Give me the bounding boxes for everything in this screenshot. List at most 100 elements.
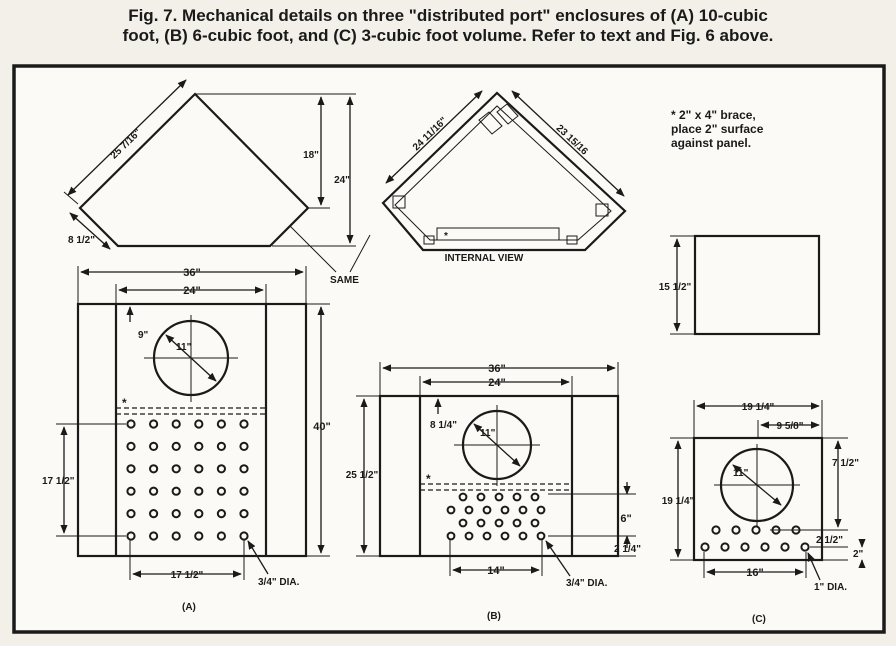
b-star: *	[426, 472, 431, 486]
b-port-holes	[446, 492, 546, 541]
b-label: (B)	[487, 611, 501, 622]
port-hole	[194, 531, 204, 541]
port-hole	[494, 492, 504, 502]
top-depth-dim	[69, 212, 111, 250]
port-hole	[500, 505, 510, 515]
port-hole	[518, 531, 528, 541]
port-hole	[149, 441, 159, 451]
b-h2-label: 2 1/4"	[614, 544, 641, 555]
port-hole	[476, 518, 486, 528]
a-h17-label: 17 1/2"	[42, 476, 75, 487]
top-depth-label: 8 1/2"	[68, 235, 95, 246]
port-hole	[530, 518, 540, 528]
port-hole	[194, 441, 204, 451]
port-hole	[700, 542, 710, 552]
b-w14-label: 14"	[487, 565, 504, 577]
top-h24-label: 24"	[334, 175, 350, 186]
a-star: *	[122, 396, 127, 410]
c-w9-label: 9 5/8"	[777, 421, 804, 432]
drawing-frame	[12, 64, 886, 634]
port-hole	[149, 419, 159, 429]
b-w36-label: 36"	[488, 363, 505, 375]
port-hole	[464, 531, 474, 541]
port-hole	[171, 508, 181, 519]
a-front-panel	[76, 302, 308, 558]
brace-note: * 2" x 4" brace, place 2" surface agains…	[671, 108, 764, 150]
port-hole	[126, 419, 136, 429]
port-hole	[216, 464, 226, 474]
port-hole	[536, 531, 546, 541]
b-h6-label: 6"	[620, 513, 631, 525]
b-w24-label: 24"	[488, 377, 505, 389]
b-hole-label: 3/4" DIA.	[566, 578, 608, 589]
c-h19-label: 19 1/4"	[662, 496, 695, 507]
port-hole	[194, 486, 204, 496]
enclosure-a: 36" 24" 9" 11" 40" * 17 1/2" 17 1/2" 3/4…	[42, 266, 331, 613]
port-hole	[194, 419, 204, 429]
top-view: 25 7/16" 8 1/2" 18" 24" SAME	[63, 79, 371, 286]
caption-line-2: foot, (B) 6-cubic foot, and (C) 3-cubic …	[122, 26, 774, 45]
port-hole	[239, 531, 249, 541]
top-side-dim	[67, 79, 187, 196]
enclosure-b: 36" 24" 8 1/4" 11" 25 1/2" * 6" 2 1/4" 1…	[346, 362, 641, 622]
port-hole	[126, 531, 136, 541]
same-label: SAME	[330, 275, 359, 286]
port-hole	[216, 419, 226, 429]
port-hole	[149, 464, 159, 474]
internal-right-dim	[511, 90, 625, 197]
c-w19-label: 19 1/4"	[742, 402, 775, 413]
a-dia11-label: 11"	[176, 342, 192, 353]
internal-view-label: INTERNAL VIEW	[445, 253, 524, 264]
port-hole	[530, 492, 540, 502]
note-line-3: against panel.	[671, 136, 751, 150]
b-d8-label: 8 1/4"	[430, 420, 457, 431]
port-hole	[126, 441, 136, 451]
port-hole	[458, 492, 468, 502]
port-hole	[171, 419, 181, 429]
c-h2b-label: 2"	[853, 549, 864, 560]
note-line-1: * 2" x 4" brace,	[671, 108, 756, 122]
port-hole	[171, 531, 181, 541]
port-hole	[194, 508, 204, 519]
port-hole	[239, 508, 249, 519]
b-front-panel	[378, 394, 620, 558]
a-h40-label: 40"	[313, 421, 330, 433]
top-h18-label: 18"	[303, 150, 319, 161]
port-hole	[239, 464, 249, 474]
a-w36-label: 36"	[183, 267, 200, 279]
port-hole	[780, 542, 790, 552]
port-hole	[536, 505, 546, 515]
c-h7-label: 7 1/2"	[832, 458, 859, 469]
b-h25-label: 25 1/2"	[346, 470, 379, 481]
port-hole	[482, 531, 492, 541]
port-hole	[731, 525, 741, 535]
internal-star: *	[444, 231, 448, 242]
port-hole	[760, 542, 770, 552]
a-port-holes	[126, 419, 249, 541]
port-hole	[171, 486, 181, 496]
a-w24-label: 24"	[183, 285, 200, 297]
port-hole	[239, 486, 249, 496]
c-dia11-label: 11"	[733, 468, 749, 479]
port-hole	[149, 486, 159, 496]
port-hole	[149, 531, 159, 541]
port-hole	[740, 542, 750, 552]
a-hole-label: 3/4" DIA.	[258, 577, 300, 588]
a-label: (A)	[182, 602, 196, 613]
c-w16-label: 16"	[746, 567, 763, 579]
port-hole	[720, 542, 730, 552]
port-hole	[458, 518, 468, 528]
c-label: (C)	[752, 614, 766, 625]
a-w17-label: 17 1/2"	[171, 570, 204, 581]
port-hole	[500, 531, 510, 541]
port-hole	[239, 419, 249, 429]
c-h2a-label: 2 1/2"	[816, 535, 843, 546]
port-hole	[216, 486, 226, 496]
c-side-panel	[693, 234, 821, 336]
port-hole	[446, 531, 456, 541]
internal-left-dim	[385, 90, 483, 184]
port-hole	[518, 505, 528, 515]
caption-line-1: Fig. 7. Mechanical details on three "dis…	[128, 6, 768, 25]
note-line-2: place 2" surface	[671, 122, 764, 136]
